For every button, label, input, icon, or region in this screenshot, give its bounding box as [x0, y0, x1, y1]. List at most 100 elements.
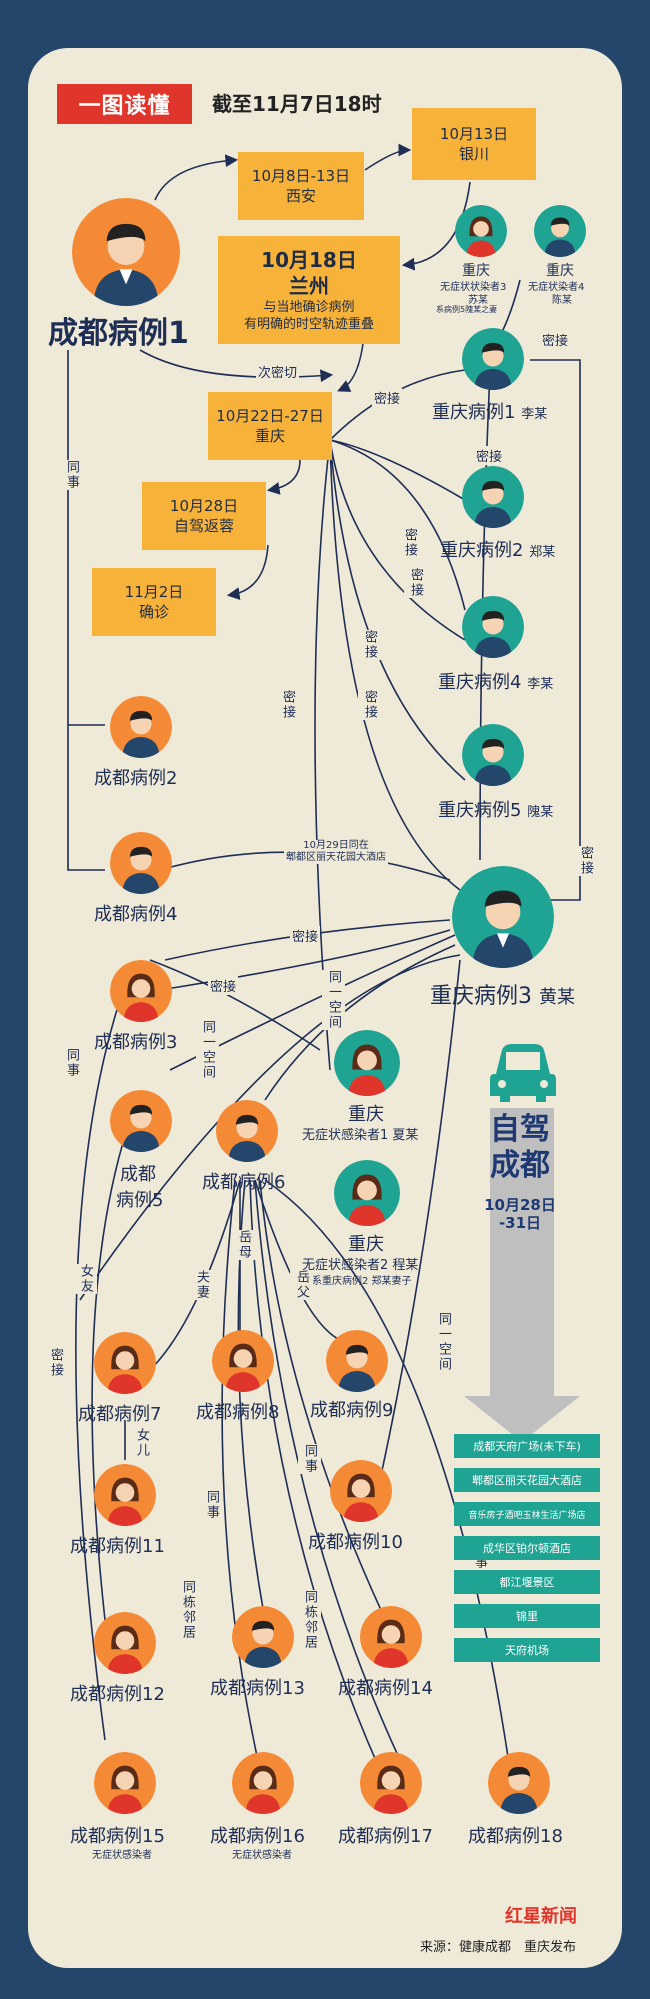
- edge-label-mijie-3: 密接: [540, 330, 571, 349]
- label-cd5a: 成都: [120, 1164, 156, 1185]
- label-cd16-note: 无症状感染者: [232, 1850, 292, 1861]
- label-asym1-desc: 无症状感染者1 夏某: [302, 1128, 419, 1143]
- avatar-asym4: [534, 205, 586, 257]
- label-cq4: 重庆病例4 李某: [438, 672, 554, 693]
- label-asym3-city: 重庆: [462, 263, 490, 279]
- edge-label-tongshi-3: 同事: [200, 1490, 223, 1520]
- route-item: 成华区铂尔顿酒店: [454, 1536, 600, 1560]
- avatar-cd5: [110, 1090, 172, 1152]
- edge-label-mijie-12: 密接: [44, 1348, 67, 1378]
- avatar-cd9: [326, 1330, 388, 1392]
- label-asym2-note: 系重庆病例2 郑某妻子: [312, 1276, 412, 1287]
- avatar-cd18: [488, 1752, 550, 1814]
- avatar-asym1: [334, 1030, 400, 1096]
- label-asym2-desc: 无症状感染者2 程某: [302, 1258, 419, 1273]
- edge-label-tongdong-1: 同栋邻居: [176, 1580, 199, 1640]
- label-cd5b: 病例5: [116, 1190, 164, 1211]
- label-asym3-note: 系病例5隗某之妻: [436, 305, 498, 314]
- route-item: 都江堰景区: [454, 1570, 600, 1594]
- route-item: 成都天府广场(未下车): [454, 1434, 600, 1458]
- label-cq3: 重庆病例3 黄某: [430, 984, 575, 1009]
- label-cd15: 成都病例15: [70, 1826, 165, 1847]
- edge-label-mijie-7: 密接: [358, 630, 381, 660]
- label-cq1: 重庆病例1 李某: [432, 402, 548, 423]
- label-cd13: 成都病例13: [210, 1678, 305, 1699]
- edge-label-mijie-11: 密接: [208, 976, 239, 995]
- label-cd4: 成都病例4: [94, 904, 178, 925]
- label-cd16: 成都病例16: [210, 1826, 305, 1847]
- avatar-cd2: [110, 696, 172, 758]
- avatar-cd12: [94, 1612, 156, 1674]
- route-item: 天府机场: [454, 1638, 600, 1662]
- route-item: 音乐房子酒吧玉林生活广场店: [454, 1502, 600, 1526]
- label-cd6: 成都病例6: [202, 1172, 286, 1193]
- avatar-cd15: [94, 1752, 156, 1814]
- hongxing-logo: 红星新闻: [505, 1906, 577, 1927]
- edge-label-mijie-8: 密接: [358, 690, 381, 720]
- route-arrow: [490, 1108, 554, 1398]
- avatar-cq3: [452, 866, 554, 968]
- edge-label-mijie-10: 密接: [290, 926, 321, 945]
- edge-label-tongshi-4: 同事: [298, 1444, 321, 1474]
- edge-label-yuefu: 岳父: [290, 1270, 313, 1300]
- edge-label-tongshi-1: 同事: [60, 460, 83, 490]
- avatar-cd4: [110, 832, 172, 894]
- edge-label-mijie-4: 密接: [398, 528, 421, 558]
- edge-label-mijie-1: 密接: [372, 388, 403, 407]
- title-badge: 一图读懂: [57, 84, 192, 124]
- title-date: 截至11月7日18时: [212, 92, 382, 116]
- edge-label-tongdong-2: 同栋邻居: [298, 1590, 321, 1650]
- label-cd10: 成都病例10: [308, 1532, 403, 1553]
- label-asym2-city: 重庆: [348, 1234, 384, 1255]
- timeline-lanzhou: 10月18日 兰州 与当地确诊病例 有明确的时空轨迹重叠: [218, 236, 400, 344]
- label-cd9: 成都病例9: [310, 1400, 394, 1421]
- route-item: 郫都区丽天花园大酒店: [454, 1468, 600, 1492]
- selfdrive-date: 10月28日-31日: [484, 1196, 556, 1232]
- label-cd18: 成都病例18: [468, 1826, 563, 1847]
- edge-label-space-1: 同一空间: [196, 1020, 219, 1080]
- label-cd2: 成都病例2: [94, 768, 178, 789]
- avatar-cd10: [330, 1460, 392, 1522]
- label-cq2: 重庆病例2 郑某: [440, 540, 556, 561]
- label-asym1-city: 重庆: [348, 1104, 384, 1125]
- edge-label-space-3: 同一空间: [432, 1312, 455, 1372]
- label-asym4-name: 陈某: [552, 295, 572, 306]
- timeline-chongqing: 10月22日-27日重庆: [208, 392, 332, 460]
- route-arrow-head: [464, 1396, 580, 1442]
- label-cd12: 成都病例12: [70, 1684, 165, 1705]
- edge-label-mijie-5: 密接: [404, 568, 427, 598]
- label-asym3-desc: 无症状状染者3: [440, 282, 507, 293]
- label-asym4-desc: 无症状染者4: [528, 282, 585, 293]
- label-cd3: 成都病例3: [94, 1032, 178, 1053]
- avatar-cd1: [72, 198, 180, 306]
- avatar-cd11: [94, 1464, 156, 1526]
- label-cd15-note: 无症状感染者: [92, 1850, 152, 1861]
- edge-label-nvyou: 女友: [74, 1264, 97, 1294]
- label-cd7: 成都病例7: [78, 1404, 162, 1425]
- avatar-cq5: [462, 724, 524, 786]
- edge-label-yuemu: 岳母: [232, 1230, 255, 1260]
- edge-label-tongshi-2: 同事: [60, 1048, 83, 1078]
- label-cd8: 成都病例8: [196, 1402, 280, 1423]
- selfdrive-title: 自驾成都: [490, 1112, 550, 1183]
- label-asym4-city: 重庆: [546, 263, 574, 279]
- edge-label-nver: 女儿: [130, 1428, 153, 1458]
- avatar-asym3: [455, 205, 507, 257]
- avatar-cd6: [216, 1100, 278, 1162]
- label-cd17: 成都病例17: [338, 1826, 433, 1847]
- timeline-diagnosis: 11月2日确诊: [92, 568, 216, 636]
- avatar-cq4: [462, 596, 524, 658]
- edge-label-mijie-6: 密接: [276, 690, 299, 720]
- avatar-cd8: [212, 1330, 274, 1392]
- avatar-cq1: [462, 328, 524, 390]
- label-cd11: 成都病例11: [70, 1536, 165, 1557]
- avatar-cd13: [232, 1606, 294, 1668]
- edge-label-fuqi: 夫妻: [190, 1270, 213, 1300]
- edge-label-mijie-9: 密接: [574, 846, 597, 876]
- label-cd14: 成都病例14: [338, 1678, 433, 1699]
- timeline-yinchuan: 10月13日银川: [412, 108, 536, 180]
- avatar-cd14: [360, 1606, 422, 1668]
- label-cq5: 重庆病例5 隗某: [438, 800, 554, 821]
- avatar-asym2: [334, 1160, 400, 1226]
- label-asym3-name: 苏某: [468, 295, 488, 306]
